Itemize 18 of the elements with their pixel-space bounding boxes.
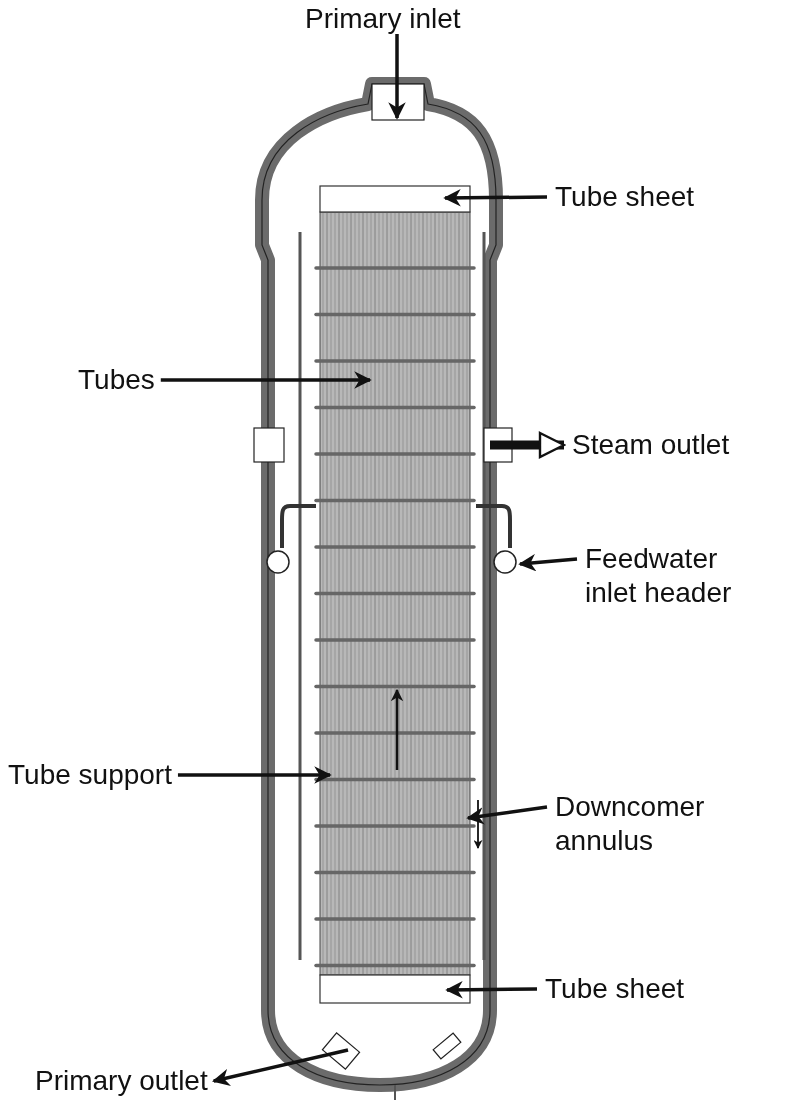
part-label: Tubes: [78, 363, 155, 397]
leader-arrow: [518, 553, 578, 572]
part-label: Tube sheet: [545, 972, 685, 1006]
flow-arrow: [490, 431, 566, 459]
part-label: Steam outlet: [572, 428, 730, 462]
leader-arrow: [388, 34, 406, 120]
leader-arrow: [445, 981, 537, 999]
leader-arrow: [160, 371, 372, 389]
part-label: Feedwater inlet header: [585, 542, 760, 610]
part-label: Tube support: [8, 758, 172, 792]
leader-arrow: [177, 766, 332, 784]
leader-arrow: [466, 805, 548, 825]
leader-arrow: [443, 189, 547, 207]
leader-arrow: [212, 1048, 349, 1086]
part-label: Tube sheet: [555, 180, 695, 214]
part-label: Downcomer annulus: [555, 790, 720, 858]
part-label: Primary outlet: [35, 1064, 208, 1098]
part-label: Primary inlet: [305, 2, 461, 36]
